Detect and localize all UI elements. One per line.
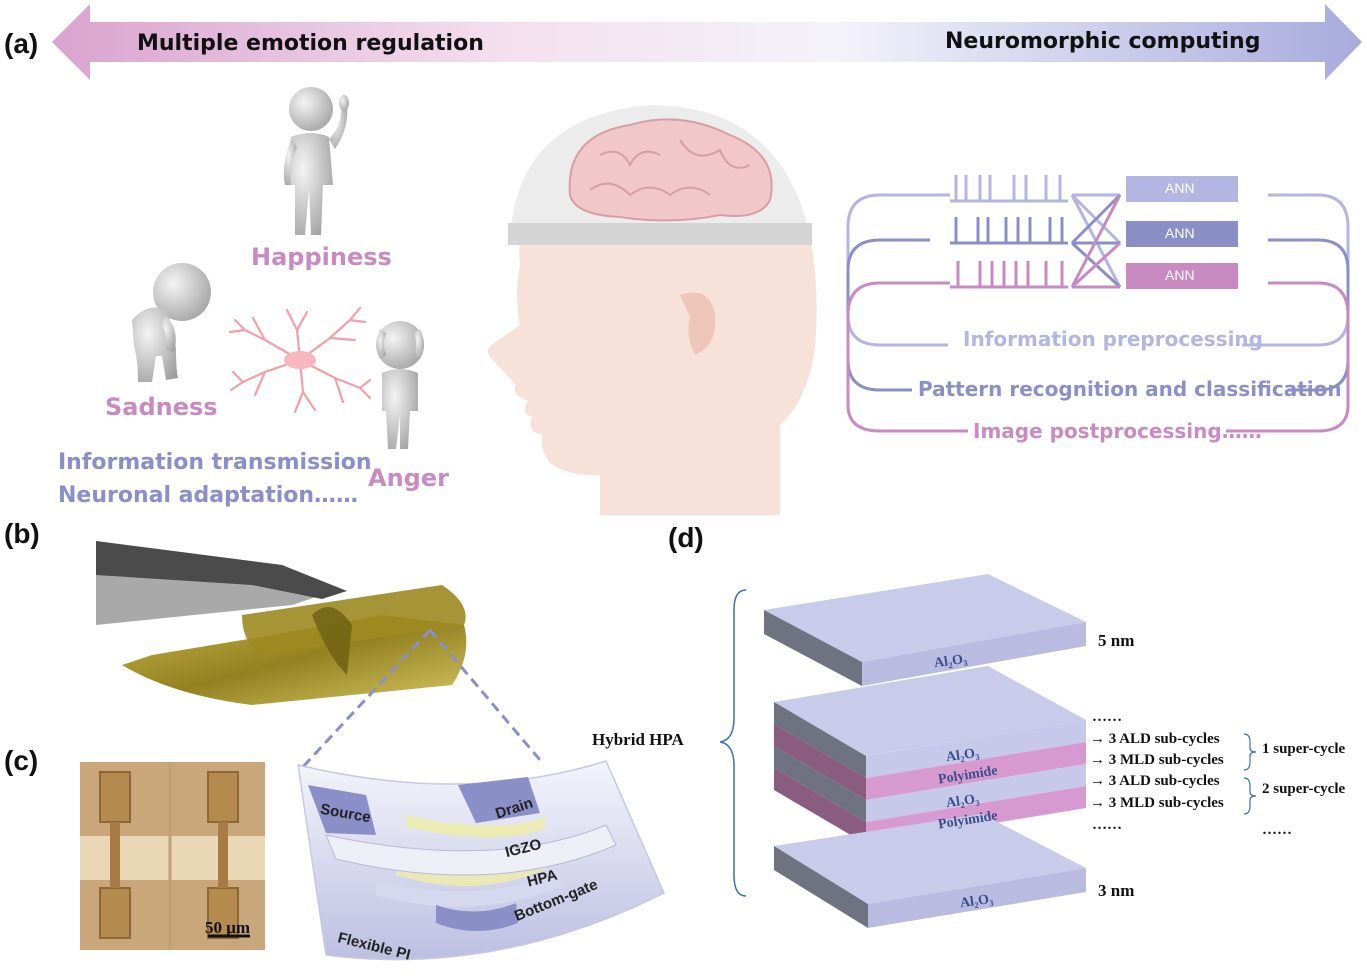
ann-label-1: ANN xyxy=(1165,180,1195,196)
sadness-label: Sadness xyxy=(105,393,218,421)
head-brain-illustration xyxy=(487,105,817,515)
neuron-info-line2: Neuronal adaptation…… xyxy=(58,483,359,508)
anger-label: Anger xyxy=(368,464,449,492)
ann-label-2: ANN xyxy=(1165,225,1195,241)
sub-cycle-3: → 3 ALD sub-cycles xyxy=(1090,773,1220,789)
ellipsis-bottom: …… xyxy=(1092,817,1122,833)
top-thickness-label: 5 nm xyxy=(1098,631,1135,650)
angry-figure-icon xyxy=(376,321,424,449)
microscope-image xyxy=(80,762,265,950)
panel-label-d: (d) xyxy=(668,522,704,553)
zoom-guide-lines xyxy=(298,628,542,772)
task-image-postprocessing: Image postprocessing…… xyxy=(973,419,1262,443)
task-information-preprocessing: Information preprocessing xyxy=(963,327,1263,351)
super-cycle-2: 2 super-cycle xyxy=(1262,781,1346,797)
panel-label-a: (a) xyxy=(4,28,39,59)
neural-network-diagram xyxy=(846,175,1350,433)
arrow-right-text: Neuromorphic computing xyxy=(945,29,1261,54)
sub-cycle-1: → 3 ALD sub-cycles xyxy=(1090,731,1220,747)
double-arrow-banner xyxy=(52,4,1362,80)
happy-figure-icon xyxy=(283,87,349,235)
hybrid-hpa-label: Hybrid HPA xyxy=(592,730,684,749)
neuron-info-line1: Information transmission xyxy=(58,450,372,475)
sub-cycle-4: → 3 MLD sub-cycles xyxy=(1090,795,1224,811)
device-schematic xyxy=(297,760,665,961)
scale-bar-label: 50 μm xyxy=(205,918,251,937)
happiness-label: Happiness xyxy=(251,243,392,271)
ellipsis-right: …… xyxy=(1262,822,1292,838)
super-cycle-braces xyxy=(1243,733,1257,815)
bottom-thickness-label: 3 nm xyxy=(1098,881,1135,900)
ann-label-3: ANN xyxy=(1165,267,1195,283)
ellipsis-top: …… xyxy=(1092,709,1122,725)
task-pattern-recognition: Pattern recognition and classification xyxy=(918,377,1342,401)
sub-cycle-2: → 3 MLD sub-cycles xyxy=(1090,752,1224,768)
sad-figure-icon xyxy=(132,263,211,382)
panel-label-c: (c) xyxy=(4,745,39,776)
super-cycle-1: 1 super-cycle xyxy=(1262,741,1346,757)
arrow-left-text: Multiple emotion regulation xyxy=(137,31,484,56)
neuron-icon xyxy=(228,306,372,414)
panel-label-b: (b) xyxy=(4,518,40,549)
layer-stack-diagram xyxy=(720,574,1086,928)
